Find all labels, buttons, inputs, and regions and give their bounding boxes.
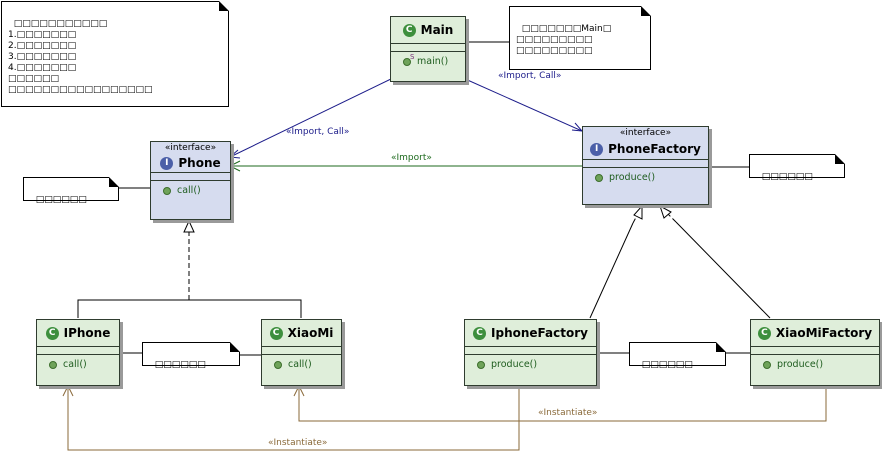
note-fold — [219, 1, 229, 11]
note-text: □□□□□□ — [761, 172, 813, 182]
static-marker: S — [410, 52, 415, 61]
public-method-icon: S — [403, 53, 414, 66]
interface-phone[interactable]: «interface» I Phone call() — [150, 141, 231, 220]
attributes-compartment — [262, 347, 341, 355]
phone-realization-head — [183, 219, 195, 233]
xiaomi-instantiate-label: «Instantiate» — [538, 408, 598, 418]
class-name: Main — [420, 23, 454, 37]
attributes-compartment — [391, 44, 465, 52]
operation[interactable]: produce() — [465, 355, 596, 374]
note-fold — [641, 6, 651, 16]
operation-name: call() — [177, 185, 201, 196]
note-text: □□□□□□ — [35, 195, 87, 205]
note-phone[interactable]: □□□□□□ — [23, 177, 119, 205]
class-icon: C — [402, 23, 416, 37]
interface-phone-factory[interactable]: «interface» I PhoneFactory produce() — [582, 126, 709, 205]
class-name: XiaoMiFactory — [775, 326, 873, 340]
main-phone-dependency — [229, 77, 394, 158]
interface-name: Phone — [178, 156, 221, 170]
note-text: □□□□□□ — [641, 360, 693, 370]
operation[interactable]: produce() — [583, 168, 708, 187]
class-icon: C — [473, 326, 487, 340]
xiaomifactory-realization-head — [659, 204, 672, 219]
note-fold — [109, 177, 119, 187]
class-iphone-header: C IPhone — [37, 320, 119, 347]
operation[interactable]: call() — [262, 355, 341, 374]
note-fold — [716, 342, 726, 352]
interface-phone-header: «interface» I Phone — [151, 142, 230, 173]
class-icon: C — [269, 326, 283, 340]
class-iphone[interactable]: C IPhone call() — [36, 319, 120, 386]
xiaomifactory-realization — [675, 221, 771, 319]
operation-name: main() — [417, 56, 449, 67]
iphone-realization — [77, 299, 189, 318]
stereotype: «interface» — [164, 143, 217, 153]
iphone-instantiate-line — [67, 385, 520, 451]
interface-phone-factory-header: «interface» I PhoneFactory — [583, 127, 708, 160]
operation-name: produce() — [777, 359, 824, 370]
attributes-compartment — [37, 347, 119, 355]
stereotype: «interface» — [619, 128, 672, 138]
public-method-icon — [763, 360, 771, 369]
main-phone-arrowhead — [228, 149, 241, 159]
public-method-icon — [163, 186, 171, 195]
note-phone-factory[interactable]: □□□□□□ — [749, 154, 845, 182]
class-main-header: C Main — [391, 17, 465, 44]
operation-name: produce() — [609, 172, 656, 183]
class-xiaomi-header: C XiaoMi — [262, 320, 341, 347]
attributes-compartment — [751, 347, 879, 355]
class-name: IphoneFactory — [491, 326, 588, 340]
operation-name: call() — [288, 359, 312, 370]
factory-phone-relation-label: «Import» — [391, 153, 432, 163]
interface-icon: I — [590, 142, 604, 156]
operation[interactable]: produce() — [751, 355, 879, 374]
attributes-compartment — [465, 347, 596, 355]
class-name: XiaoMi — [287, 326, 334, 340]
attributes-compartment — [583, 160, 708, 168]
class-xiaomi-factory-header: C XiaoMiFactory — [751, 320, 879, 347]
iphone-instantiate-label: «Instantiate» — [268, 438, 328, 448]
operation-name: call() — [63, 359, 87, 370]
note-text: □□□□□□□Main□ □□□□□□□□□ □□□□□□□□□ — [516, 24, 612, 56]
iphonefactory-realization-head — [633, 204, 643, 220]
main-factory-dependency — [462, 77, 583, 132]
xiaomi-instantiate-arrowhead — [293, 384, 305, 397]
note-phones[interactable]: □□□□□□ — [142, 342, 240, 370]
interface-icon: I — [160, 156, 174, 170]
note-top-left[interactable]: □□□□□□□□□□□ 1.□□□□□□□ 2.□□□□□□□ 3.□□□□□□… — [1, 1, 229, 107]
class-xiaomi[interactable]: C XiaoMi call() — [261, 319, 342, 386]
note-fold — [835, 154, 845, 164]
public-method-icon — [595, 173, 603, 182]
class-name: IPhone — [63, 326, 111, 340]
iphonefactory-realization — [589, 222, 634, 319]
class-iphone-factory-header: C IphoneFactory — [465, 320, 596, 347]
public-method-icon — [49, 360, 57, 369]
interface-name: PhoneFactory — [608, 142, 701, 156]
main-phone-relation-label: «Import, Call» — [286, 127, 350, 137]
public-method-icon — [477, 360, 485, 369]
note-text: □□□□□□□□□□□ 1.□□□□□□□ 2.□□□□□□□ 3.□□□□□□… — [8, 19, 153, 95]
attributes-compartment — [151, 173, 230, 181]
class-icon: C — [45, 326, 59, 340]
iphone-instantiate-arrowhead — [62, 384, 74, 397]
xiaomi-realization — [189, 299, 302, 318]
operation-name: produce() — [491, 359, 538, 370]
note-main[interactable]: □□□□□□□Main□ □□□□□□□□□ □□□□□□□□□ — [509, 6, 651, 70]
public-method-icon — [274, 360, 282, 369]
operation[interactable]: call() — [151, 181, 230, 200]
class-xiaomi-factory[interactable]: C XiaoMiFactory produce() — [750, 319, 880, 386]
class-iphone-factory[interactable]: C IphoneFactory produce() — [464, 319, 597, 386]
note-factories[interactable]: □□□□□□ — [629, 342, 726, 370]
class-icon: C — [757, 326, 771, 340]
note-fold — [230, 342, 240, 352]
note-text: □□□□□□ — [154, 360, 206, 370]
operation[interactable]: call() — [37, 355, 119, 374]
xiaomi-instantiate-line — [298, 385, 827, 422]
main-factory-relation-label: «Import, Call» — [498, 71, 562, 81]
